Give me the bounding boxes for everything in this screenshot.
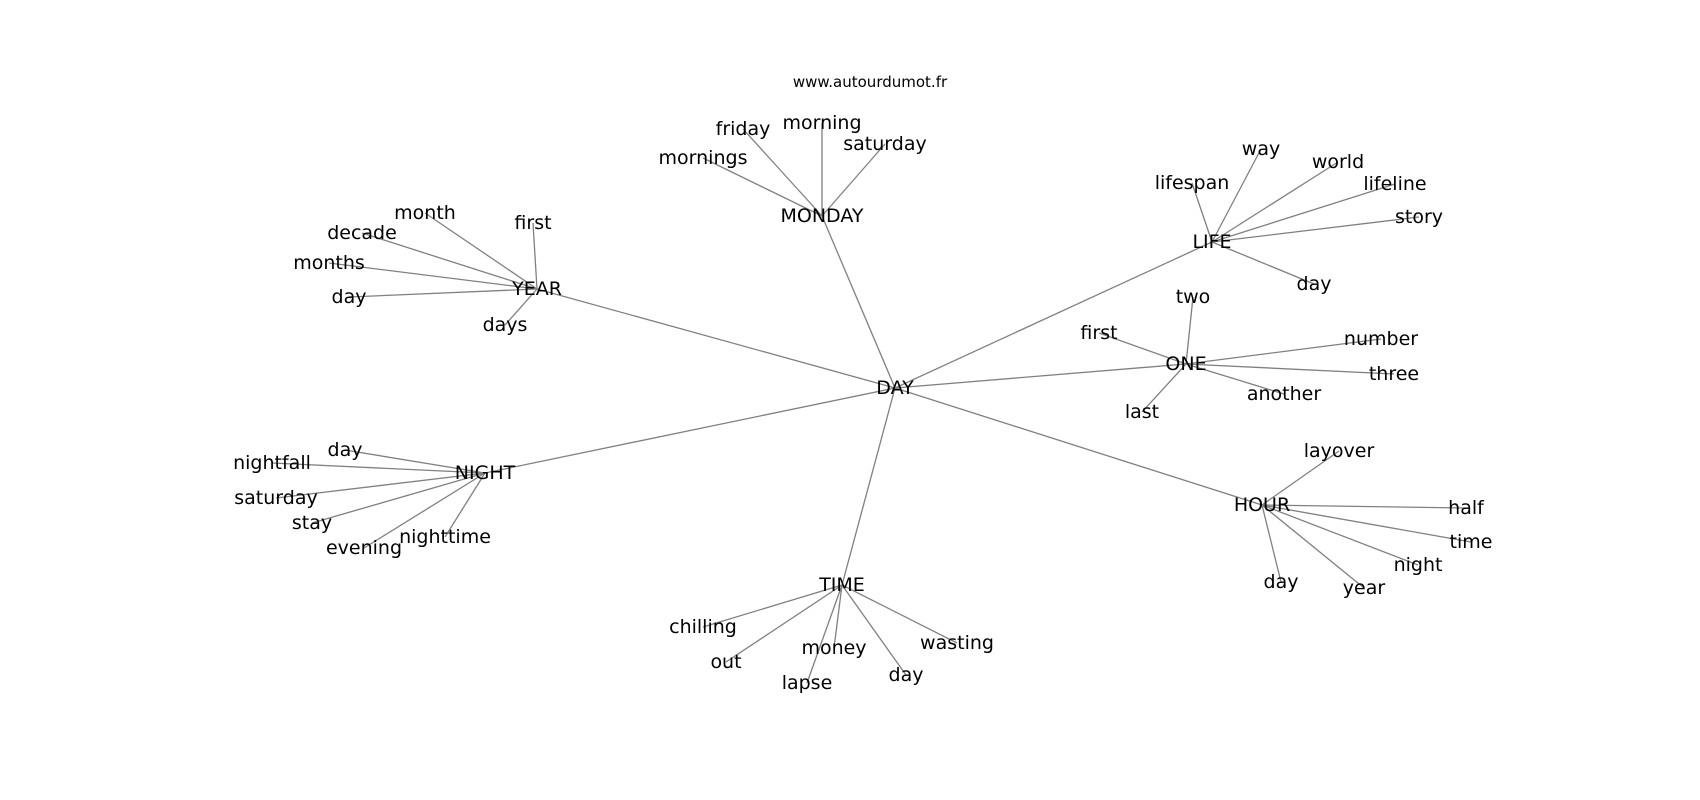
edge-monday-mornings bbox=[702, 157, 823, 217]
hub-node-label: HOUR bbox=[1234, 494, 1290, 516]
hub-node-label: ONE bbox=[1165, 353, 1206, 375]
leaf-node-label: nighttime bbox=[399, 526, 491, 548]
leaf-node-label: days bbox=[483, 314, 528, 336]
leaf-node-label: lifeline bbox=[1363, 173, 1426, 195]
leaf-node-label: evening bbox=[326, 537, 402, 559]
center-node-label: DAY bbox=[876, 377, 914, 399]
edge-time-day bbox=[841, 584, 907, 676]
leaf-node-label: lapse bbox=[782, 672, 833, 694]
leaf-node-label: day bbox=[1297, 273, 1332, 295]
edges-layer bbox=[271, 123, 1472, 684]
edge-time-chilling bbox=[702, 584, 843, 628]
leaf-node-label: year bbox=[1343, 577, 1386, 599]
edge-center-one bbox=[894, 363, 1187, 389]
leaf-node-label: half bbox=[1448, 497, 1485, 519]
edge-time-wasting bbox=[841, 584, 958, 644]
edge-one-last bbox=[1141, 363, 1187, 413]
leaf-node-label: lifespan bbox=[1155, 172, 1230, 194]
leaf-node-label: saturday bbox=[234, 487, 317, 509]
leaf-node-label: story bbox=[1395, 206, 1443, 228]
edge-hour-layover bbox=[1261, 450, 1340, 506]
edge-life-story bbox=[1211, 216, 1420, 243]
hub-node-label: MONDAY bbox=[781, 205, 864, 227]
hub-node-label: LIFE bbox=[1192, 231, 1231, 253]
leaf-node-label: nightfall bbox=[233, 452, 311, 474]
leaf-node-label: time bbox=[1450, 531, 1493, 553]
edge-hour-half bbox=[1261, 504, 1467, 509]
edge-life-lifespan bbox=[1191, 182, 1213, 243]
edge-center-night bbox=[484, 387, 896, 474]
edge-life-world bbox=[1211, 161, 1339, 243]
edge-center-monday bbox=[821, 215, 896, 389]
leaf-node-label: saturday bbox=[843, 133, 926, 155]
edge-night-saturday bbox=[275, 472, 486, 499]
edge-year-day bbox=[348, 288, 538, 298]
edge-year-days bbox=[504, 288, 538, 326]
edge-monday-friday bbox=[742, 128, 823, 217]
edge-night-day bbox=[344, 449, 486, 474]
edge-time-lapse bbox=[806, 584, 843, 684]
edge-one-number bbox=[1185, 338, 1382, 365]
hub-node-label: TIME bbox=[818, 574, 865, 596]
edge-hour-day bbox=[1261, 504, 1282, 583]
edge-life-way bbox=[1211, 148, 1262, 243]
leaf-node-label: first bbox=[1080, 322, 1117, 344]
edge-time-out bbox=[725, 584, 843, 663]
leaf-node-label: first bbox=[514, 212, 551, 234]
edge-hour-time bbox=[1261, 504, 1472, 543]
leaf-node-label: money bbox=[801, 637, 866, 659]
leaf-node-label: months bbox=[293, 252, 365, 274]
edge-center-life bbox=[894, 241, 1213, 389]
edge-night-nightfall bbox=[271, 462, 486, 474]
edge-one-three bbox=[1185, 363, 1395, 375]
edge-life-lifeline bbox=[1211, 183, 1396, 243]
site-watermark: www.autourdumot.fr bbox=[793, 73, 948, 91]
leaf-node-label: out bbox=[710, 651, 741, 673]
edge-one-another bbox=[1185, 363, 1285, 395]
edge-one-first bbox=[1098, 332, 1187, 365]
leaf-node-label: month bbox=[394, 202, 456, 224]
leaf-node-label: way bbox=[1242, 138, 1280, 160]
leaf-node-label: morning bbox=[782, 112, 861, 134]
edge-hour-night bbox=[1261, 504, 1419, 566]
edge-center-year bbox=[536, 288, 896, 389]
leaf-node-label: three bbox=[1369, 363, 1419, 385]
edge-year-month bbox=[424, 212, 538, 290]
labels-layer: www.autourdumot.fr DAY MONDAY friday mornin… bbox=[233, 73, 1492, 694]
leaf-node-label: another bbox=[1247, 383, 1321, 405]
leaf-node-label: chilling bbox=[669, 616, 737, 638]
leaf-node-label: decade bbox=[327, 222, 397, 244]
leaf-node-label: last bbox=[1125, 401, 1159, 423]
edge-time-money bbox=[833, 584, 843, 649]
hub-node-label: YEAR bbox=[511, 278, 562, 300]
hub-node-label: NIGHT bbox=[455, 462, 516, 484]
edge-year-decade bbox=[361, 232, 538, 290]
leaf-node-label: night bbox=[1394, 554, 1443, 576]
leaf-node-label: wasting bbox=[920, 632, 994, 654]
leaf-node-label: day bbox=[889, 664, 924, 686]
edge-night-evening bbox=[363, 472, 486, 549]
edge-year-first bbox=[532, 222, 538, 290]
edge-night-stay bbox=[311, 472, 486, 524]
leaf-node-label: day bbox=[332, 286, 367, 308]
leaf-node-label: number bbox=[1344, 328, 1418, 350]
edge-night-nighttime bbox=[444, 472, 486, 538]
leaf-node-label: world bbox=[1312, 151, 1364, 173]
leaf-node-label: layover bbox=[1304, 440, 1375, 462]
edge-monday-saturday bbox=[821, 143, 886, 217]
edge-life-day bbox=[1211, 241, 1315, 285]
edge-one-two bbox=[1185, 296, 1194, 365]
leaf-node-label: stay bbox=[292, 512, 332, 534]
edge-year-months bbox=[328, 262, 538, 290]
leaf-node-label: friday bbox=[716, 118, 771, 140]
leaf-node-label: two bbox=[1176, 286, 1211, 308]
leaf-node-label: mornings bbox=[659, 147, 748, 169]
leaf-node-label: day bbox=[1264, 571, 1299, 593]
leaf-node-label: day bbox=[328, 439, 363, 461]
edge-center-time bbox=[841, 387, 896, 586]
edge-hour-year bbox=[1261, 504, 1365, 589]
edge-center-hour bbox=[894, 387, 1263, 506]
